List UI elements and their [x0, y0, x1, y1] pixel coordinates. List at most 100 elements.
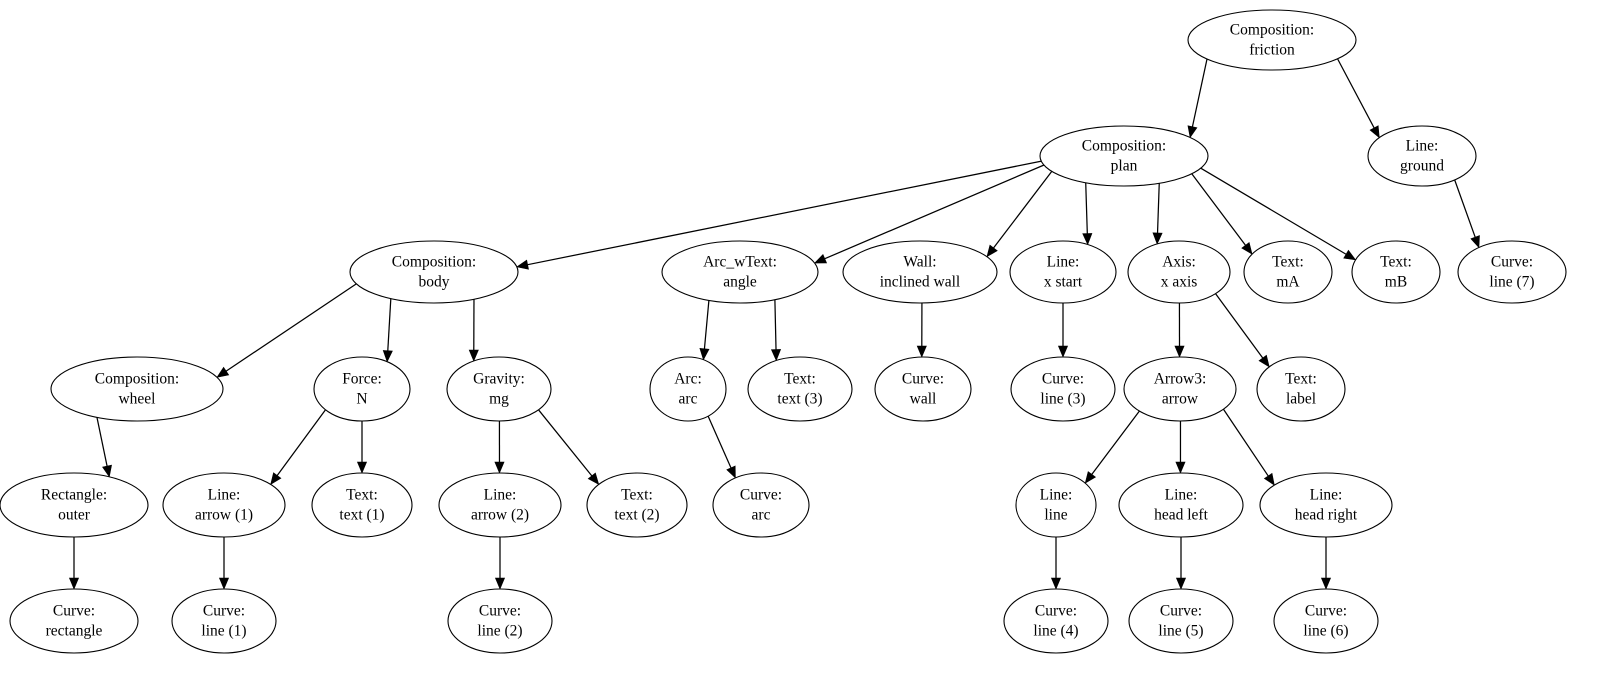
- node-ellipse[interactable]: [1015, 472, 1097, 538]
- graph-node-line6[interactable]: Curve: line (6): [1273, 588, 1379, 654]
- graph-edge: [774, 299, 777, 350]
- node-name-label: wall: [910, 391, 937, 408]
- graph-node-arrow[interactable]: Arrow3:arrow: [1123, 356, 1237, 422]
- node-name-label: label: [1286, 391, 1316, 408]
- node-ellipse[interactable]: [1009, 240, 1117, 304]
- graph-edge-arrowhead: [1175, 577, 1187, 590]
- node-ellipse[interactable]: [1187, 9, 1357, 71]
- node-ellipse[interactable]: [349, 240, 519, 304]
- node-ellipse[interactable]: [712, 472, 810, 538]
- node-ellipse[interactable]: [1123, 356, 1237, 422]
- node-ellipse[interactable]: [1259, 472, 1393, 538]
- graph-node-headright[interactable]: Line:head right: [1259, 472, 1393, 538]
- graph-edge-arrowhead: [1343, 249, 1357, 261]
- node-ellipse[interactable]: [661, 240, 819, 304]
- graph-node-wheel[interactable]: Composition:wheel: [50, 356, 224, 422]
- graph-node-wall[interactable]: Curve:wall: [874, 356, 972, 422]
- graph-node-ground[interactable]: Line:ground: [1367, 125, 1477, 187]
- node-ellipse[interactable]: [438, 472, 562, 538]
- node-ellipse[interactable]: [1243, 240, 1333, 304]
- graph-edge-arrowhead: [216, 366, 230, 378]
- graph-node-inclinedwall[interactable]: Wall:inclined wall: [842, 240, 998, 304]
- node-name-label: arrow: [1162, 391, 1199, 408]
- graph-node-body[interactable]: Composition:body: [349, 240, 519, 304]
- graph-node-mA[interactable]: Text:mA: [1243, 240, 1333, 304]
- graph-node-line2[interactable]: Curve:line (2): [447, 588, 553, 654]
- node-ellipse[interactable]: [874, 356, 972, 422]
- graph-node-text2[interactable]: Text:text (2): [586, 472, 688, 538]
- node-ellipse[interactable]: [1273, 588, 1379, 654]
- node-ellipse[interactable]: [1256, 356, 1346, 422]
- graph-node-line4[interactable]: Curve:line (4): [1003, 588, 1109, 654]
- graph-node-text3[interactable]: Text:text (3): [747, 356, 853, 422]
- node-ellipse[interactable]: [1039, 125, 1209, 187]
- graph-edge: [1191, 58, 1208, 127]
- graph-node-outer[interactable]: Rectangle:outer: [0, 472, 149, 538]
- node-ellipse[interactable]: [1128, 588, 1234, 654]
- node-ellipse[interactable]: [50, 356, 224, 422]
- node-name-label: arc: [752, 507, 771, 524]
- node-ellipse[interactable]: [162, 472, 286, 538]
- graph-node-xaxis[interactable]: Axis:x axis: [1127, 240, 1231, 304]
- graph-edge-arrowhead: [726, 465, 736, 479]
- node-type-label: Curve:: [53, 603, 95, 620]
- graph-node-text1[interactable]: Text:text (1): [311, 472, 413, 538]
- node-ellipse[interactable]: [747, 356, 853, 422]
- node-ellipse[interactable]: [1010, 356, 1116, 422]
- graph-node-curvearc[interactable]: Curve:arc: [712, 472, 810, 538]
- node-ellipse[interactable]: [842, 240, 998, 304]
- graph-node-forceN[interactable]: Force:N: [313, 356, 411, 422]
- node-ellipse[interactable]: [446, 356, 552, 422]
- node-type-label: Curve:: [1042, 371, 1084, 388]
- graph-node-linel[interactable]: Line:line: [1015, 472, 1097, 538]
- graph-node-xstart[interactable]: Line:x start: [1009, 240, 1117, 304]
- graph-edge: [707, 415, 732, 469]
- node-name-label: line (4): [1033, 623, 1078, 640]
- node-ellipse[interactable]: [311, 472, 413, 538]
- graph-node-rectangle[interactable]: Curve:rectangle: [9, 588, 139, 654]
- node-type-label: Curve:: [1305, 603, 1347, 620]
- node-type-label: Text:: [621, 487, 653, 504]
- node-ellipse[interactable]: [1457, 240, 1567, 304]
- graph-node-arrow2[interactable]: Line:arrow (2): [438, 472, 562, 538]
- graph-node-line5[interactable]: Curve:line (5): [1128, 588, 1234, 654]
- node-ellipse[interactable]: [447, 588, 553, 654]
- node-name-label: line (6): [1303, 623, 1348, 640]
- node-ellipse[interactable]: [1003, 588, 1109, 654]
- graph-node-headleft[interactable]: Line:head left: [1118, 472, 1244, 538]
- graph-node-arrow1[interactable]: Line:arrow (1): [162, 472, 286, 538]
- graph-node-arc[interactable]: Arc:arc: [649, 356, 727, 422]
- node-type-label: Text:: [1285, 371, 1317, 388]
- graph-edge-arrowhead: [1050, 577, 1062, 590]
- node-ellipse[interactable]: [1127, 240, 1231, 304]
- graph-edge-arrowhead: [1187, 125, 1198, 139]
- graph-node-angle[interactable]: Arc_wText:angle: [661, 240, 819, 304]
- graph-edge-arrowhead: [468, 349, 479, 362]
- node-ellipse[interactable]: [649, 356, 727, 422]
- graph-node-line7[interactable]: Curve:line (7): [1457, 240, 1567, 304]
- graph-node-plan[interactable]: Composition:plan: [1039, 125, 1209, 187]
- node-ellipse[interactable]: [586, 472, 688, 538]
- node-type-label: Line:: [1406, 138, 1439, 155]
- graph-node-mB[interactable]: Text:mB: [1351, 240, 1441, 304]
- node-ellipse[interactable]: [0, 472, 149, 538]
- graph-node-gravitymg[interactable]: Gravity:mg: [446, 356, 552, 422]
- node-ellipse[interactable]: [1118, 472, 1244, 538]
- node-ellipse[interactable]: [171, 588, 277, 654]
- node-ellipse[interactable]: [9, 588, 139, 654]
- graph-edge-arrowhead: [1175, 461, 1186, 474]
- node-ellipse[interactable]: [313, 356, 411, 422]
- node-ellipse[interactable]: [1351, 240, 1441, 304]
- graph-edge-arrowhead: [1152, 232, 1163, 245]
- graph-node-label[interactable]: Text: label: [1256, 356, 1346, 422]
- graph-edge: [1336, 57, 1375, 129]
- node-name-label: line (1): [201, 623, 246, 640]
- graph-node-friction[interactable]: Composition:friction: [1187, 9, 1357, 71]
- graph-edge-arrowhead: [1369, 125, 1380, 139]
- node-type-label: Force:: [342, 371, 382, 388]
- node-name-label: text (1): [339, 507, 384, 524]
- node-ellipse[interactable]: [1367, 125, 1477, 187]
- graph-edge-arrowhead: [699, 348, 710, 361]
- graph-node-line3[interactable]: Curve:line (3): [1010, 356, 1116, 422]
- graph-node-line1[interactable]: Curve:line (1): [171, 588, 277, 654]
